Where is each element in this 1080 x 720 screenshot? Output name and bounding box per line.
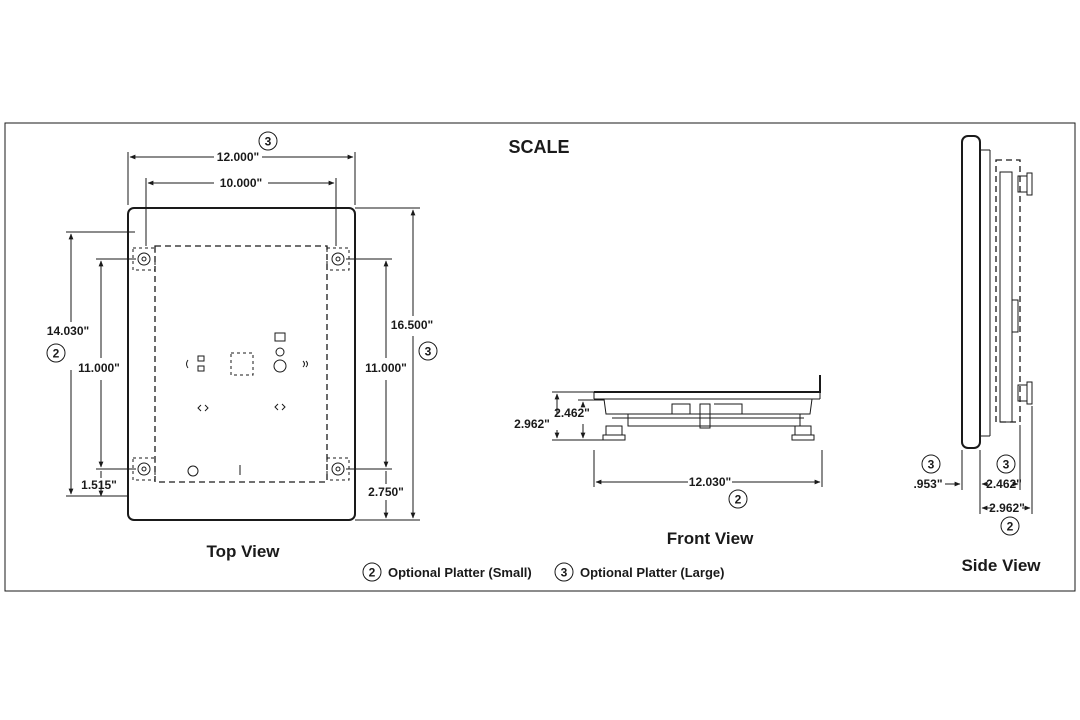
front-view-base [603,398,813,415]
dim-side-inner: 2.462" [986,477,1022,491]
dim-top-right-inner-height: 11.000" [365,361,407,375]
dim-top-overall-width: 12.000" [217,150,259,164]
callout-small: 2 [46,343,66,363]
top-view-platter [127,207,356,521]
front-view-foot [791,425,815,441]
side-view-platter [961,135,981,449]
dim-top-left-inner-height: 11.000" [78,361,120,375]
dim-top-left-height: 14.030" [47,324,89,338]
svg-text:3: 3 [425,345,432,359]
top-view-base-outline [154,245,328,483]
top-view-foot [132,247,156,271]
svg-text:2: 2 [735,493,742,507]
dim-top-overall-height: 16.500" [391,318,433,332]
front-view-foot [602,425,626,441]
callout-large: 3 [258,131,278,151]
front-view-platter [594,375,821,393]
dim-top-bottom-left: 1.515" [81,478,117,492]
side-view-label: Side View [961,556,1041,575]
svg-text:2: 2 [369,566,376,580]
side-view-foot [1017,172,1033,196]
top-view-label: Top View [206,542,280,561]
dim-front-width: 12.030" [689,475,731,489]
svg-text:3: 3 [265,135,272,149]
dim-top-bottom-right: 2.750" [368,485,404,499]
top-view-foot [132,457,156,481]
dim-side-total: 2.962" [989,501,1025,515]
front-view-label: Front View [667,529,754,548]
callout-small: 2 [728,489,748,509]
top-view-internal-detail [186,332,308,477]
top-view-foot [326,247,350,271]
svg-text:Optional Platter (Large): Optional Platter (Large) [580,565,724,580]
dim-side-offset: .953" [913,477,942,491]
legend: 2 Optional Platter (Small) 3 Optional Pl… [362,562,724,582]
page-title: SCALE [508,137,569,157]
svg-text:2: 2 [53,347,60,361]
diagram-frame [4,122,1076,592]
callout-small: 2 [1000,516,1020,536]
top-view: 12.000" 3 10.000" 14.030" 2 11.000" 1.51… [46,131,438,561]
svg-text:2: 2 [1007,520,1014,534]
front-view: 2.962" 2.462" 12.030" 2 Front View [514,375,823,548]
dim-top-inner-width: 10.000" [220,176,262,190]
dim-front-height-inner: 2.462" [554,406,590,420]
dim-front-height-total: 2.962" [514,417,550,431]
svg-text:Optional Platter (Small): Optional Platter (Small) [388,565,532,580]
svg-text:3: 3 [1003,458,1010,472]
legend-item-small: 2 Optional Platter (Small) [362,562,532,582]
svg-text:3: 3 [928,458,935,472]
legend-item-large: 3 Optional Platter (Large) [554,562,724,582]
top-view-foot [326,457,350,481]
callout-large: 3 [418,341,438,361]
svg-text:3: 3 [561,566,568,580]
callout-large: 3 [921,454,941,474]
side-view: .953" 3 2.462" 3 2.962" 2 Side View [913,135,1041,575]
callout-large: 3 [996,454,1016,474]
side-view-foot [1017,381,1033,405]
side-view-base-outline [995,159,1021,423]
